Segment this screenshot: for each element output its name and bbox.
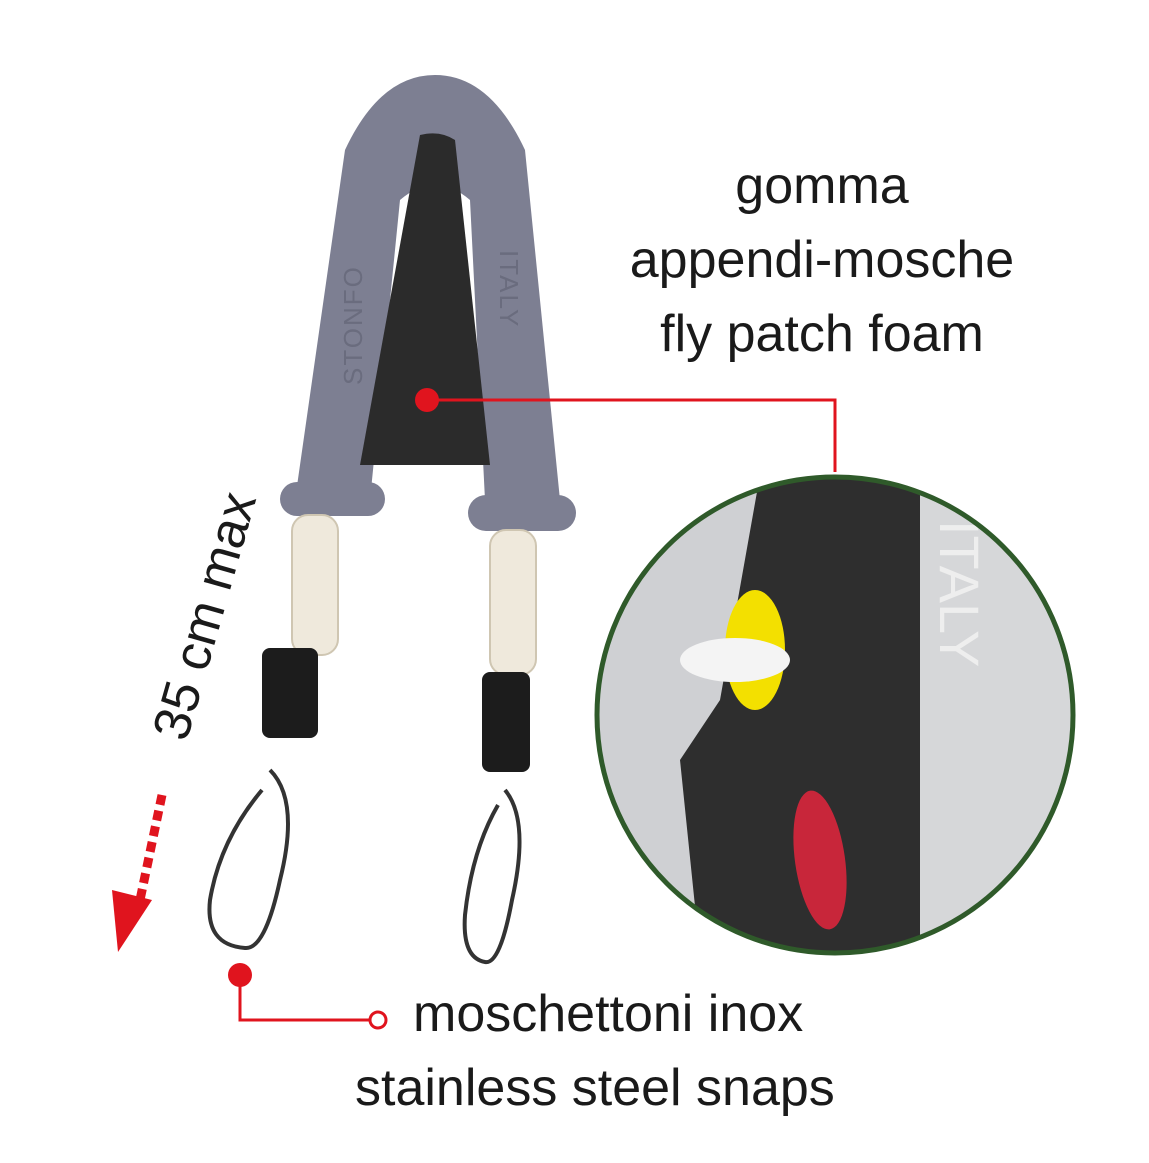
snap-left bbox=[207, 768, 290, 950]
brand-italy: ITALY bbox=[494, 250, 524, 328]
foam-label-it-2: appendi-mosche bbox=[629, 231, 1015, 289]
snaps-label-en: stainless steel snaps bbox=[355, 1059, 835, 1117]
zoom-detail: ITALY bbox=[597, 477, 1073, 953]
snaps-label-it: moschettoni inox bbox=[413, 985, 804, 1043]
snap-right bbox=[462, 788, 522, 965]
coil-spring-left bbox=[291, 514, 339, 656]
rubber-holder bbox=[295, 75, 560, 500]
fly-patch-foam bbox=[360, 133, 490, 466]
brand-stonfo: STONFO bbox=[338, 265, 368, 385]
svg-text:ITALY: ITALY bbox=[928, 520, 991, 667]
length-arrow-icon bbox=[112, 794, 167, 952]
foam-label-en: fly patch foam bbox=[660, 305, 984, 363]
red-fly bbox=[793, 790, 847, 930]
foam-label-it-1: gomma bbox=[735, 157, 909, 215]
coil-spring-right bbox=[489, 529, 537, 676]
